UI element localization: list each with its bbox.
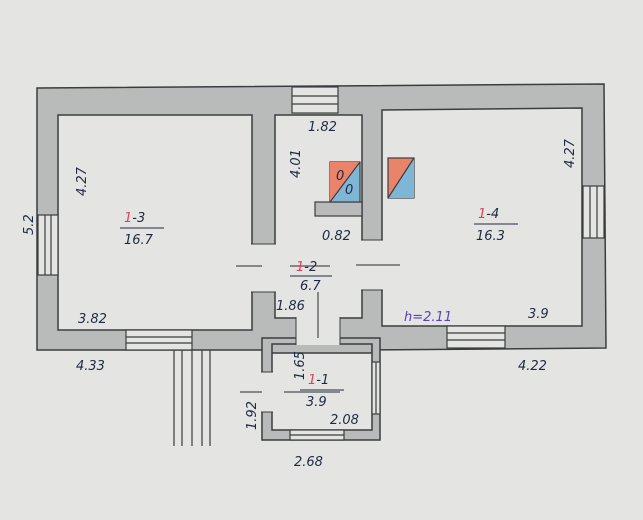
room-1-4-area: 16.3 <box>476 229 505 244</box>
dim-room2-top: 1.82 <box>308 120 337 135</box>
svg-text:1-2: 1-2 <box>296 260 317 275</box>
svg-text:1-3: 1-3 <box>124 211 145 226</box>
room-label-1-4: 1-4 16.3 <box>474 207 518 244</box>
door-leaves <box>251 239 383 413</box>
window-bottom-right <box>446 325 506 349</box>
dim-room3-width: 3.82 <box>78 312 107 327</box>
dim-porch-bottom: 2.68 <box>294 455 323 470</box>
window-porch-right <box>371 361 381 415</box>
dim-room2-bottom: 1.86 <box>276 299 305 314</box>
dim-porch-left: 1.92 <box>245 401 260 430</box>
dim-room2-height: 4.01 <box>289 149 304 178</box>
room-1-4-suffix: -4 <box>486 207 499 222</box>
porch-steps <box>173 350 211 446</box>
window-porch-bottom <box>289 429 345 441</box>
dim-outer-bottom-left: 4.33 <box>76 359 105 374</box>
stove-left-mark-1: 0 <box>336 169 344 184</box>
ceiling-height-note: h=2.11 <box>404 310 452 325</box>
room-1-3-prefix: 1 <box>124 211 132 226</box>
room-1-3-area: 16.7 <box>124 233 154 248</box>
door-room3-to-room2 <box>251 244 276 292</box>
window-top <box>291 86 339 114</box>
room-1-1-suffix: -1 <box>316 373 329 388</box>
room-1-1-area: 3.9 <box>306 395 327 410</box>
dim-room1-width: 2.08 <box>330 413 359 428</box>
room-1-4-prefix: 1 <box>478 207 486 222</box>
dim-room1-height: 1.65 <box>293 351 308 380</box>
ceiling-height-value: =2.11 <box>412 310 452 325</box>
dim-outer-left-height: 5.2 <box>22 214 37 235</box>
room-1-2-area: 6.7 <box>300 279 321 294</box>
stove-right <box>387 157 415 199</box>
window-right <box>582 185 605 239</box>
room-label-1-3: 1-3 16.7 <box>120 211 164 248</box>
section-lines <box>236 264 400 393</box>
dim-outer-bottom-right: 4.22 <box>518 359 547 374</box>
dim-niche: 0.82 <box>322 229 351 244</box>
svg-text:1-1: 1-1 <box>308 373 329 388</box>
dim-room3-height: 4.27 <box>75 166 90 196</box>
window-left <box>37 214 59 276</box>
ceiling-height-symbol: h <box>404 310 412 325</box>
room-1-2-prefix: 1 <box>296 260 304 275</box>
room-1-1-prefix: 1 <box>308 373 316 388</box>
stove-left: 0 0 <box>329 161 361 203</box>
room-label-1-1: 1-1 3.9 <box>300 373 344 410</box>
room-label-1-2: 1-2 6.7 <box>290 260 332 294</box>
dim-room4-height: 4.27 <box>563 138 578 168</box>
stove-left-mark-2: 0 <box>345 183 353 198</box>
window-bottom-left <box>125 329 193 351</box>
room-1-3-suffix: -3 <box>132 211 145 226</box>
svg-text:1-4: 1-4 <box>478 207 499 222</box>
door-room1-to-porch <box>261 372 273 412</box>
niche-partition <box>314 201 363 217</box>
room-1-2-suffix: -2 <box>304 260 317 275</box>
dim-room4-width: 3.9 <box>528 307 549 322</box>
